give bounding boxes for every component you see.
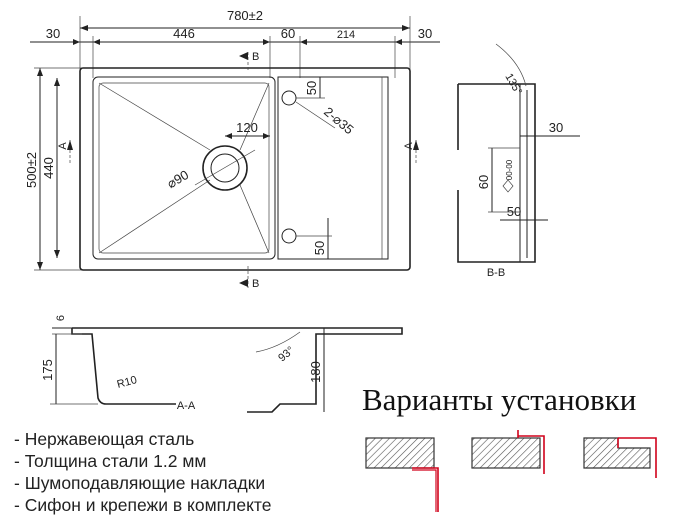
segment-label-bowl: 446 (173, 26, 195, 41)
installation-title: Варианты установки (362, 382, 637, 417)
hole-bottom-offset-label: 50 (312, 241, 327, 255)
variant-flush-diagram (583, 437, 657, 478)
bowl-outline (92, 76, 276, 260)
top-view: 780±2 30 446 60 214 30 500±2 440 (24, 8, 440, 290)
hole-top-offset-label: 50 (304, 81, 319, 95)
bb-depth-label: 50 (507, 204, 521, 219)
bb-vertical-label: 00-00 (505, 159, 514, 180)
bb-flange-label: 30 (549, 120, 563, 135)
segment-label-gap: 60 (281, 26, 295, 41)
section-a-left: A (57, 142, 69, 150)
section-bb-view: 135° 30 60 00-00 50 B-B (457, 43, 580, 279)
feature-item: - Сифон и крепежи в комплекте (14, 495, 272, 515)
drain-outer (202, 145, 248, 191)
sink-outline (79, 67, 411, 271)
overall-height-label: 500±2 (24, 152, 39, 188)
section-aa-view: 6 175 R10 93° 180 A-A (40, 315, 403, 413)
holes-label: 2-⌀35 (321, 104, 357, 137)
section-b-bottom: B (252, 278, 259, 290)
bb-height-label: 60 (476, 175, 491, 189)
aa-depth-label: 175 (40, 359, 55, 381)
segment-label-drainboard: 214 (337, 29, 355, 41)
variant-overmount-diagram (471, 430, 545, 474)
bb-caption: B-B (487, 267, 505, 279)
overall-width-label: 780±2 (227, 8, 263, 23)
faucet-hole-bottom (281, 228, 297, 244)
section-b-top: B (252, 51, 259, 63)
variant-undermount-diagram (365, 437, 439, 512)
feature-item: - Шумоподавляющие накладки (14, 473, 266, 493)
drain-diameter-label: ⌀90 (164, 167, 191, 191)
drain-offset-label: 120 (236, 120, 258, 135)
feature-list: - Нержавеющая сталь - Толщина стали 1.2 … (14, 428, 271, 516)
bowl-height-label: 440 (41, 157, 56, 179)
aa-radius-label: R10 (116, 374, 139, 391)
faucet-hole-top (281, 90, 297, 106)
installation-variants (365, 430, 657, 512)
aa-rim-label: 6 (55, 315, 67, 321)
feature-item: - Толщина стали 1.2 мм (14, 451, 207, 471)
drain-inner (210, 153, 240, 183)
aa-caption: A-A (177, 400, 196, 412)
aa-angle-label: 93° (276, 344, 296, 364)
section-a-right: A (403, 142, 415, 150)
segment-label-right-rim: 30 (418, 26, 432, 41)
segment-label-left-rim: 30 (46, 26, 60, 41)
aa-height-label: 180 (308, 361, 323, 383)
feature-item: - Нержавеющая сталь (14, 429, 195, 449)
drainboard-outline (277, 76, 389, 260)
